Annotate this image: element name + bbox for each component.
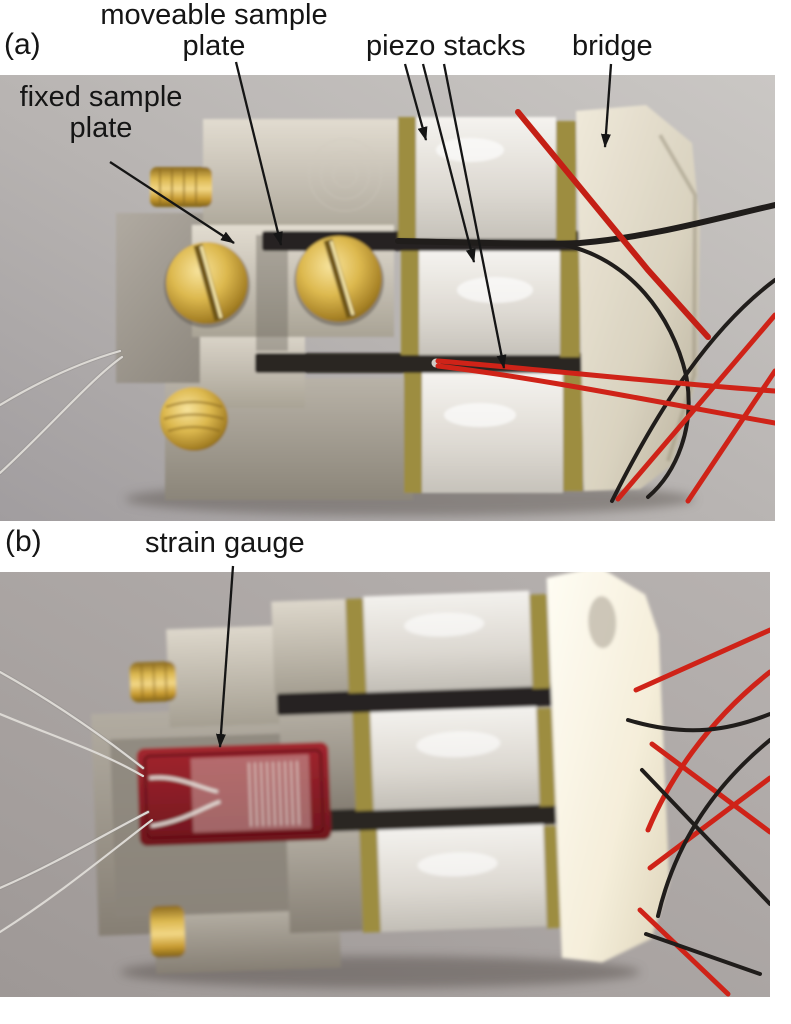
label-fixed-sample-plate: fixed sample plate bbox=[19, 81, 183, 144]
photo-panel-b bbox=[0, 572, 770, 997]
piezo-stack-b-middle bbox=[370, 706, 540, 811]
top-metal-bar bbox=[203, 119, 403, 239]
red-wire-b2 bbox=[645, 669, 770, 833]
side-screw-top bbox=[150, 167, 212, 207]
silver-wire-a2 bbox=[0, 355, 124, 475]
silver-wire-b4 bbox=[0, 818, 154, 934]
piezo-stack-middle bbox=[419, 251, 560, 355]
silver-wire-b3 bbox=[0, 810, 150, 890]
piezo-stack-group-b bbox=[363, 590, 547, 933]
red-wire-a3 bbox=[435, 363, 775, 426]
strain-device-gauge-view bbox=[91, 572, 670, 974]
silver-wire-a1 bbox=[0, 349, 122, 407]
bridge-hole bbox=[588, 596, 617, 649]
strain-gauge bbox=[136, 742, 332, 847]
silver-wire-b1 bbox=[0, 670, 145, 770]
black-wire-a3 bbox=[610, 278, 775, 503]
machining-marks bbox=[308, 138, 382, 212]
black-wire-b4 bbox=[644, 932, 762, 976]
panel-b-tag: (b) bbox=[5, 525, 42, 558]
label-bridge: bridge bbox=[572, 30, 653, 62]
sample-screw-left bbox=[164, 242, 250, 328]
label-piezo-stacks: piezo stacks bbox=[366, 30, 526, 62]
side-screw-b-top bbox=[129, 661, 177, 703]
epoxy-strips bbox=[398, 117, 583, 493]
metal-bar-top bbox=[271, 598, 361, 694]
red-wire-a1 bbox=[515, 109, 711, 340]
sample-screw-right bbox=[294, 236, 384, 326]
piezo-stack-bottom bbox=[422, 373, 563, 493]
wiring-b bbox=[0, 627, 770, 997]
side-screw-bottom bbox=[160, 387, 228, 451]
top-clamp-block bbox=[166, 625, 288, 728]
row-gap-2 bbox=[284, 801, 560, 834]
black-wire-a2 bbox=[563, 243, 691, 499]
row-gap-1 bbox=[276, 683, 555, 716]
metal-bar-bottom bbox=[286, 830, 370, 934]
red-wire-b4 bbox=[647, 775, 770, 871]
plate-gap bbox=[256, 235, 288, 351]
label-strain-gauge: strain gauge bbox=[145, 527, 305, 559]
piezo-stack-b-top bbox=[363, 590, 533, 693]
red-wire-a4 bbox=[615, 312, 775, 502]
red-wire-b3 bbox=[649, 741, 770, 835]
red-wire-b1 bbox=[633, 627, 770, 693]
bridge-block-b bbox=[546, 572, 670, 963]
panel-a-tag: (a) bbox=[4, 28, 41, 61]
piezo-stack-b-bottom bbox=[377, 824, 547, 933]
red-wire-b5 bbox=[637, 907, 731, 997]
label-moveable-sample-plate: moveable sample plate bbox=[100, 0, 328, 62]
red-wire-a5 bbox=[685, 368, 775, 504]
strain-device-top-view bbox=[116, 105, 700, 500]
gauge-grid bbox=[248, 760, 300, 827]
black-wire-b2 bbox=[640, 768, 770, 906]
silver-wire-b2 bbox=[0, 712, 145, 778]
black-wire-b3 bbox=[656, 738, 770, 918]
piezo-stack-group bbox=[416, 117, 563, 493]
black-wire-b1 bbox=[626, 712, 770, 733]
side-screw-b-bottom bbox=[150, 905, 186, 958]
